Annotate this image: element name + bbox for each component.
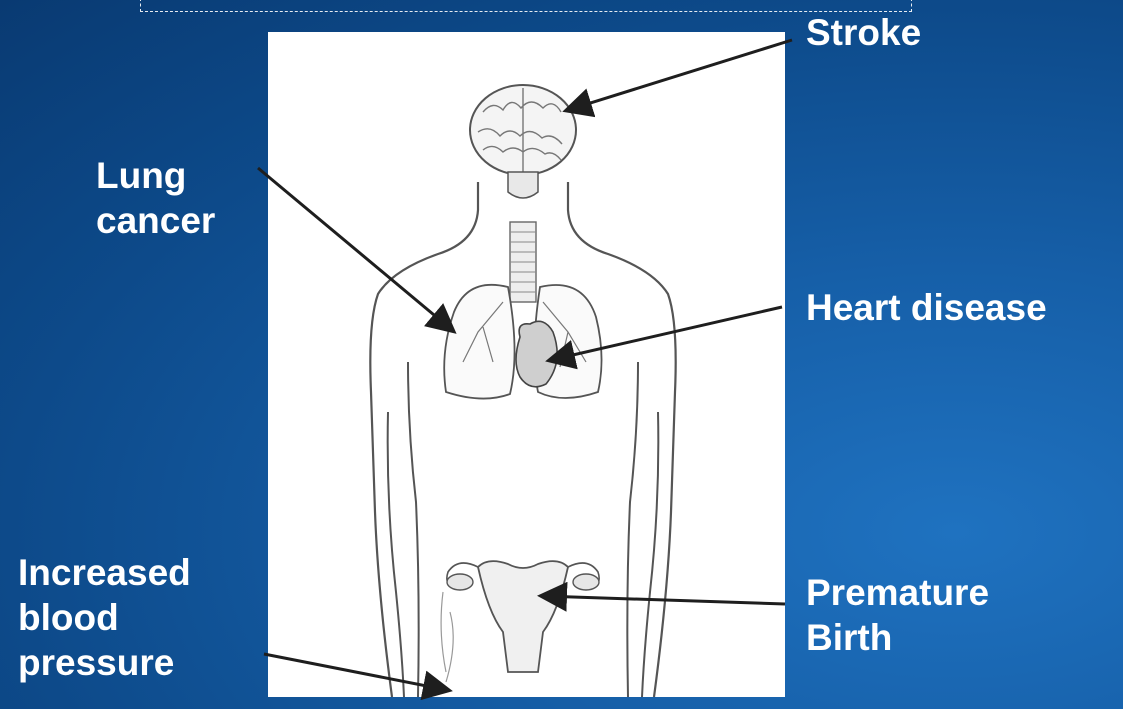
label-lung-cancer: Lung cancer	[96, 153, 215, 243]
brain-group	[470, 85, 576, 198]
left-lung	[444, 285, 514, 399]
title-placeholder	[140, 0, 912, 12]
label-blood-pressure: Increased blood pressure	[18, 550, 191, 685]
label-heart-disease: Heart disease	[806, 285, 1047, 330]
human-body-illustration	[268, 32, 785, 697]
label-premature-birth: Premature Birth	[806, 570, 989, 660]
heart	[516, 321, 557, 386]
trachea	[510, 222, 536, 302]
uterus-group	[441, 561, 599, 682]
label-stroke: Stroke	[806, 10, 921, 55]
body-figure-panel	[268, 32, 785, 697]
